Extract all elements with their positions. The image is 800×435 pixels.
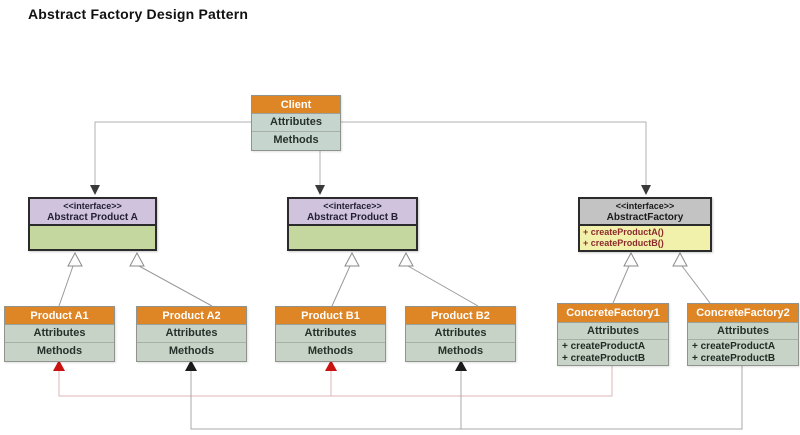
class-attributes: Attributes [5,325,114,343]
class-attributes: Attributes [558,323,668,340]
class-title: ConcreteFactory1 [558,304,668,323]
class-method-list: + createProductA + createProductB [558,340,668,365]
product-a2-generalization-arrow [129,251,213,307]
interface-name: Abstract Product A [47,212,138,223]
interface-abstract-product-b: <<interface>> Abstract Product B [287,197,418,251]
interface-method: + createProductB() [583,238,664,248]
class-attributes: Attributes [406,325,515,343]
interface-stereotype: <<interface>> [63,201,122,211]
class-concrete-factory-2: ConcreteFactory2 Attributes + createProd… [687,303,799,366]
interface-name: Abstract Product B [306,212,399,223]
class-attributes: Attributes [137,325,246,343]
class-title: Product B2 [406,307,515,325]
class-product-a2: Product A2 Attributes Methods [136,306,247,362]
interface-empty-body [289,226,416,249]
class-product-a1: Product A1 Attributes Methods [4,306,115,362]
product-a1-generalization-arrow [58,251,83,307]
interface-method: + createProductA() [583,227,664,237]
client-to-abstract-product-b-connector [315,150,325,195]
class-methods: Methods [137,343,246,361]
interface-abstract-factory: <<interface>> AbstractFactory + createPr… [578,197,712,252]
product-b2-generalization-arrow [398,251,479,307]
class-method: + createProductA [562,341,646,352]
class-attributes: Attributes [276,325,385,343]
factory1-creates-products-connector [53,360,613,397]
interface-name: AbstractFactory [606,212,684,223]
class-product-b2: Product B2 Attributes Methods [405,306,516,362]
class-methods: Methods [5,343,114,361]
interface-empty-body [30,226,155,249]
class-title: Product A1 [5,307,114,325]
factory2-creates-products-connector [185,360,743,430]
client-to-abstract-product-a-connector [90,121,251,195]
class-title: Product A2 [137,307,246,325]
class-client-attributes: Attributes [252,114,340,132]
class-attributes: Attributes [688,323,798,340]
concrete-factory-1-generalization-arrow [612,251,639,304]
class-method: + createProductB [692,352,776,364]
concrete-factory-2-generalization-arrow [672,251,711,304]
class-client-methods: Methods [252,132,340,150]
class-title: ConcreteFactory2 [688,304,798,323]
interface-method-list: + createProductA() + createProductB() [580,226,710,250]
class-client: Client Attributes Methods [251,95,341,151]
class-methods: Methods [276,343,385,361]
interface-stereotype: <<interface>> [615,201,675,211]
client-to-abstract-factory-connector [341,121,651,195]
class-title: Product B1 [276,307,385,325]
class-method-list: + createProductA + createProductB [688,340,798,365]
page-title: Abstract Factory Design Pattern [28,6,249,22]
class-product-b1: Product B1 Attributes Methods [275,306,386,362]
class-concrete-factory-1: ConcreteFactory1 Attributes + createProd… [557,303,669,366]
class-client-title: Client [252,96,340,114]
class-method: + createProductA [692,341,776,352]
class-methods: Methods [406,343,515,361]
interface-stereotype: <<interface>> [323,201,382,211]
interface-abstract-product-a: <<interface>> Abstract Product A [28,197,157,251]
class-method: + createProductB [562,352,646,364]
product-b1-generalization-arrow [331,251,360,307]
